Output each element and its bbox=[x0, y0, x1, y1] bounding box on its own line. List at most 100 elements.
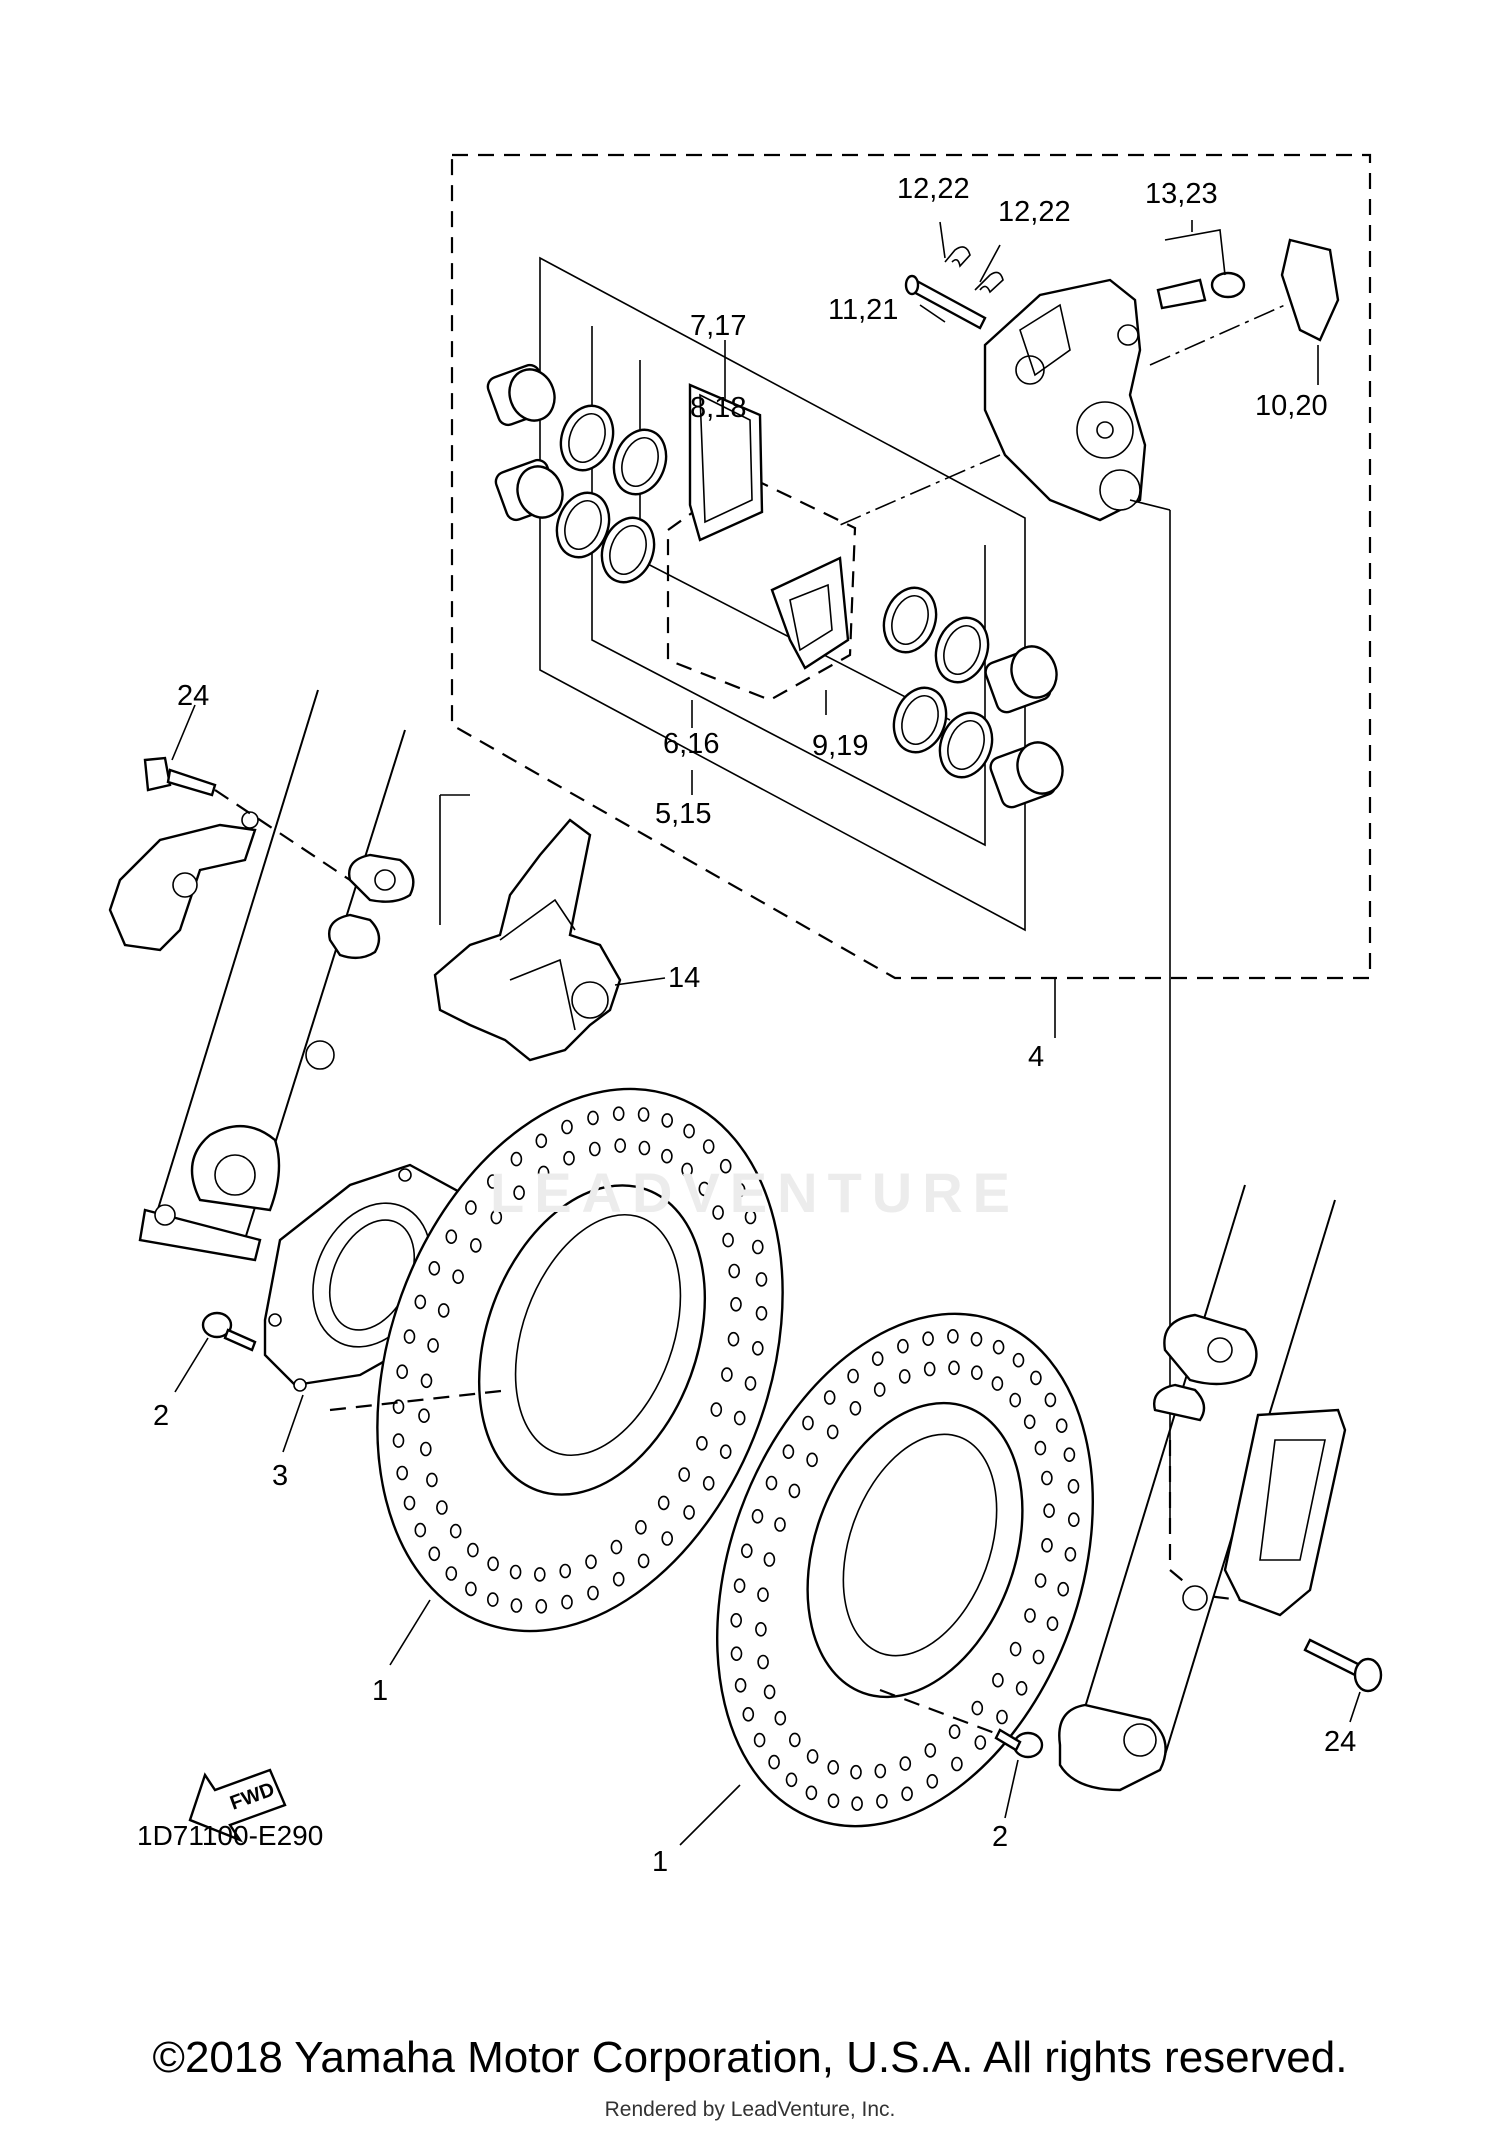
disc-hole bbox=[1041, 1538, 1053, 1553]
bracket-pads bbox=[639, 360, 951, 721]
copyright-notice: ©2018 Yamaha Motor Corporation, U.S.A. A… bbox=[152, 2033, 1348, 2082]
disc-hole bbox=[970, 1365, 983, 1380]
dash-sensor bbox=[1168, 1440, 1241, 1602]
disc-hole bbox=[537, 1165, 550, 1181]
disc-hole bbox=[788, 1483, 801, 1499]
callout-11-21: 11,21 bbox=[828, 294, 899, 326]
pads-dashed-group bbox=[666, 473, 857, 702]
washer bbox=[1182, 1585, 1208, 1611]
brake-disc-right bbox=[716, 1312, 1094, 1828]
disc-hole bbox=[637, 1107, 650, 1122]
disc-hole bbox=[757, 1654, 769, 1670]
disc-hole bbox=[1046, 1616, 1059, 1631]
disc-hole bbox=[1064, 1547, 1077, 1562]
disc-hole bbox=[727, 1331, 740, 1347]
callout-24-top: 24 bbox=[177, 680, 210, 712]
disc-hole bbox=[734, 1678, 747, 1693]
disc-hole bbox=[763, 1552, 776, 1567]
disc-hole bbox=[681, 1162, 693, 1178]
disc-hole bbox=[763, 1684, 776, 1700]
disc-hole bbox=[730, 1613, 743, 1628]
disc-hole bbox=[851, 1796, 863, 1811]
disc-hole bbox=[585, 1554, 597, 1570]
disc-hole bbox=[449, 1523, 462, 1539]
disc-hole bbox=[924, 1743, 937, 1758]
disc-hole bbox=[403, 1329, 416, 1344]
disc-hole bbox=[744, 1209, 757, 1225]
dashdot-pads bbox=[839, 454, 1001, 526]
disc-hole bbox=[996, 1709, 1008, 1725]
disc-hole bbox=[1057, 1581, 1069, 1597]
disc-hole bbox=[827, 1793, 840, 1809]
callout-6-16: 6,16 bbox=[663, 728, 720, 760]
disc-hole bbox=[970, 1331, 983, 1347]
disc-hole bbox=[698, 1181, 711, 1197]
disc-hole bbox=[897, 1338, 909, 1354]
disc-hole bbox=[1024, 1608, 1036, 1623]
disc-hole bbox=[806, 1452, 818, 1468]
disc-hole bbox=[730, 1297, 742, 1312]
disc-hole bbox=[587, 1585, 599, 1601]
disc-hole bbox=[1034, 1440, 1047, 1456]
disc-hole bbox=[992, 1339, 1005, 1355]
leader-12-22-a bbox=[939, 221, 946, 259]
disc-hole bbox=[610, 1539, 623, 1555]
callout-10-20: 10,20 bbox=[1255, 390, 1328, 422]
disc-hole bbox=[490, 1209, 503, 1225]
disc-hole bbox=[535, 1599, 548, 1614]
disc-hole bbox=[445, 1229, 458, 1244]
disc-hole bbox=[871, 1351, 884, 1366]
disc-hole bbox=[414, 1294, 427, 1310]
callout-4: 4 bbox=[1028, 1041, 1045, 1073]
disc-hole bbox=[788, 1732, 801, 1748]
leader-24-top bbox=[171, 704, 196, 761]
disc-hole bbox=[559, 1563, 572, 1579]
bolt-24-right bbox=[1303, 1638, 1383, 1693]
disc-hole bbox=[452, 1269, 464, 1284]
disc-hole bbox=[1015, 1681, 1028, 1696]
disc-hole bbox=[733, 1578, 746, 1593]
callout-14: 14 bbox=[668, 962, 701, 994]
disc-hole bbox=[487, 1556, 499, 1572]
disc-hole bbox=[1063, 1447, 1076, 1462]
disc-hole bbox=[755, 1272, 768, 1287]
leader-1-right bbox=[679, 1784, 741, 1846]
disc-hole bbox=[923, 1361, 936, 1377]
disc-hole bbox=[1067, 1479, 1080, 1494]
disc-hole bbox=[926, 1774, 939, 1789]
disc-hole bbox=[991, 1376, 1004, 1391]
disc-hole bbox=[403, 1495, 416, 1511]
disc-hole bbox=[876, 1794, 888, 1809]
pistons-left bbox=[486, 363, 564, 522]
disc-hole bbox=[899, 1756, 912, 1771]
disc-hole bbox=[710, 1402, 723, 1417]
disc-hole bbox=[561, 1594, 573, 1610]
callout-5-15: 5,15 bbox=[655, 798, 712, 830]
disc-hole bbox=[1068, 1512, 1080, 1527]
disc-hole bbox=[1043, 1503, 1055, 1518]
disc-hole bbox=[847, 1368, 859, 1384]
disc-hole bbox=[785, 1772, 798, 1788]
r-clip-2 bbox=[974, 271, 1004, 294]
disc-hole bbox=[850, 1764, 862, 1780]
disc-hole bbox=[728, 1263, 741, 1279]
disc-hole bbox=[696, 1436, 708, 1451]
disc-hole bbox=[1055, 1418, 1068, 1433]
disc-hole bbox=[922, 1331, 934, 1346]
callout-12-22-a: 12,22 bbox=[897, 173, 970, 205]
disc-hole bbox=[1012, 1352, 1025, 1368]
disc-hole bbox=[702, 1476, 715, 1491]
rendered-by-notice: Rendered by LeadVenture, Inc. bbox=[604, 2098, 896, 2121]
disc-hole bbox=[509, 1564, 522, 1580]
disc-hole bbox=[1023, 1414, 1036, 1430]
leader-13-23 bbox=[1164, 220, 1226, 276]
disc-hole bbox=[427, 1338, 439, 1353]
disc-hole bbox=[396, 1465, 409, 1481]
leader-2-right bbox=[1004, 1759, 1019, 1819]
bolt-24-top bbox=[143, 756, 217, 797]
watermark: LEADVENTURE bbox=[490, 1161, 1021, 1224]
leader-2-left bbox=[174, 1337, 209, 1393]
disc-hole bbox=[719, 1444, 732, 1459]
callout-7-17: 7,17 bbox=[690, 310, 747, 342]
